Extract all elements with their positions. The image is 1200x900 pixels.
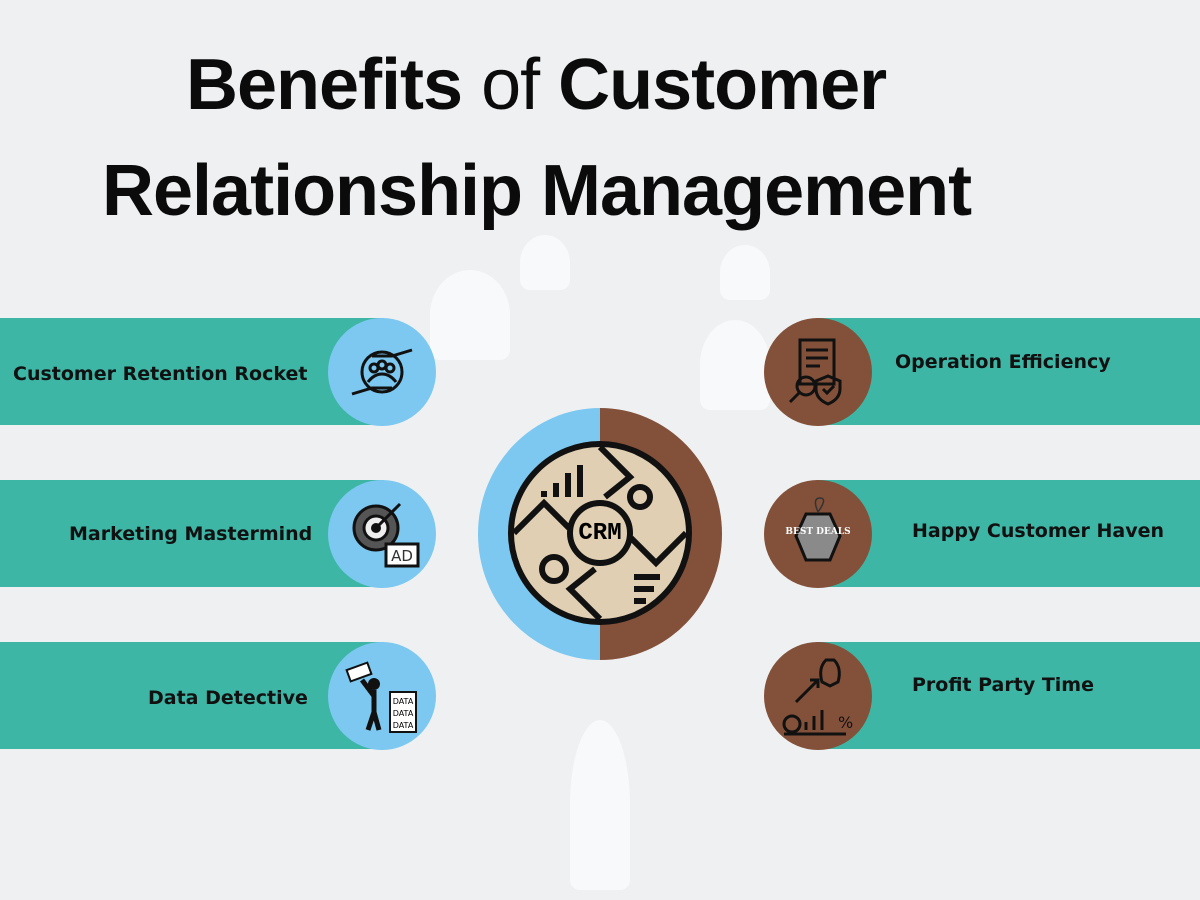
bg-person (700, 320, 770, 410)
bg-person (520, 235, 570, 290)
benefit-bar-right-3 (816, 642, 1200, 749)
benefit-label: Customer Retention Rocket (13, 363, 308, 385)
data-icon-text: DATA (393, 721, 414, 730)
title-word: Customer (558, 45, 887, 125)
benefit-label: Happy Customer Haven (912, 520, 1165, 542)
benefit-bar-right-1 (816, 318, 1200, 425)
data-icon-text: DATA (393, 709, 414, 718)
benefit-bar-left-2 (0, 480, 384, 587)
bg-person (720, 245, 770, 300)
target-ad-icon: AD (328, 480, 436, 588)
ad-icon-text: AD (391, 547, 413, 565)
benefit-label: Marketing Mastermind (69, 523, 313, 545)
svg-text:%: % (838, 713, 853, 732)
benefit-bar-right-2 (816, 480, 1200, 587)
data-icon-text: DATA (393, 697, 414, 706)
benefit-label: Profit Party Time (912, 674, 1094, 696)
crm-center-icon (508, 441, 692, 625)
rocket-growth-icon: % (764, 642, 872, 750)
title-word: Benefits (186, 45, 463, 125)
best-deals-icon-text: BEST DEALS (785, 527, 850, 537)
data-person-icon: DATA DATA DATA (328, 642, 436, 750)
handshake-people-icon (328, 318, 436, 426)
bg-trunk (570, 720, 630, 890)
document-search-shield-icon (764, 318, 872, 426)
crm-label: CRM (567, 500, 633, 566)
benefit-label: Data Detective (148, 687, 308, 709)
title-word: of (481, 45, 540, 125)
title-line-2: Relationship Management (102, 151, 972, 231)
title-line-1: Benefits of Customer (186, 44, 887, 126)
bg-person (430, 270, 510, 360)
best-deals-tag-icon: BEST DEALS (764, 480, 872, 588)
benefit-bar-left-3 (0, 642, 384, 749)
benefit-bar-left-1 (0, 318, 384, 425)
benefit-label: Operation Efficiency (895, 351, 1111, 373)
